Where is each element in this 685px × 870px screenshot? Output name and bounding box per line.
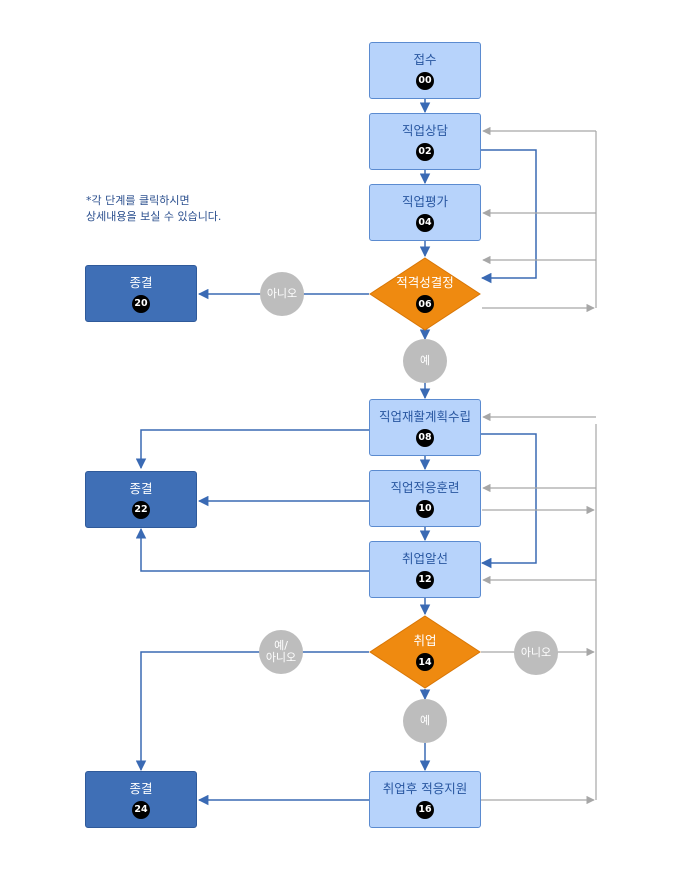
step-job-placement[interactable]: 취업알선 12 bbox=[369, 541, 481, 598]
instruction-note: *각 단계를 클릭하시면 상세내용을 보실 수 있습니다. bbox=[86, 193, 221, 225]
step-label: 직업적응훈련 bbox=[390, 479, 460, 495]
decision-number-badge: 14 bbox=[416, 653, 434, 671]
step-label: 직업평가 bbox=[401, 193, 448, 209]
step-post-employment-support[interactable]: 취업후 적응지원 16 bbox=[369, 771, 481, 828]
instruction-note-line2: 상세내용을 보실 수 있습니다. bbox=[86, 210, 222, 223]
end-label: 종결 bbox=[129, 480, 153, 496]
end-node-24[interactable]: 종결 24 bbox=[85, 771, 197, 828]
decision-eligibility[interactable]: 적격성결정 06 bbox=[369, 257, 481, 331]
arrow-14-24 bbox=[135, 651, 369, 772]
end-node-22[interactable]: 종결 22 bbox=[85, 471, 197, 528]
instruction-note-line1: *각 단계를 클릭하시면 bbox=[86, 194, 190, 207]
end-number-badge: 22 bbox=[132, 500, 150, 519]
decision-label: 적격성결정 bbox=[396, 275, 454, 290]
step-vocational-counseling[interactable]: 직업상담 02 bbox=[369, 113, 481, 170]
step-reception[interactable]: 접수 00 bbox=[369, 42, 481, 99]
step-number-badge: 16 bbox=[416, 800, 434, 819]
end-number-badge: 24 bbox=[132, 800, 150, 819]
arrow-08-22 bbox=[135, 429, 369, 470]
step-number-badge: 08 bbox=[416, 428, 434, 447]
branch-yes-no-employment: 예/ 아니오 bbox=[259, 630, 303, 674]
step-label: 취업후 적응지원 bbox=[382, 780, 468, 796]
decision-number-badge: 06 bbox=[416, 295, 434, 313]
branch-no-eligibility: 아니오 bbox=[260, 272, 304, 316]
end-label: 종결 bbox=[129, 780, 153, 796]
arrow-08-12-bypass bbox=[480, 433, 537, 569]
diamond-shape bbox=[369, 257, 481, 331]
step-number-badge: 00 bbox=[416, 71, 434, 90]
end-label: 종결 bbox=[129, 274, 153, 290]
arrow-12-22 bbox=[135, 527, 369, 572]
arrow-02-06-bypass bbox=[480, 149, 537, 284]
decision-employment[interactable]: 취업 14 bbox=[369, 615, 481, 689]
step-adaptation-training[interactable]: 직업적응훈련 10 bbox=[369, 470, 481, 527]
step-label: 접수 bbox=[413, 51, 437, 67]
step-number-badge: 12 bbox=[416, 570, 434, 589]
step-label: 직업재활계획수립 bbox=[378, 408, 471, 424]
step-number-badge: 10 bbox=[416, 499, 434, 518]
step-rehab-planning[interactable]: 직업재활계획수립 08 bbox=[369, 399, 481, 456]
step-number-badge: 04 bbox=[416, 213, 434, 232]
branch-yes-employment: 예 bbox=[403, 699, 447, 743]
end-node-20[interactable]: 종결 20 bbox=[85, 265, 197, 322]
diamond-shape bbox=[369, 615, 481, 689]
decision-label: 취업 bbox=[413, 633, 437, 648]
step-vocational-evaluation[interactable]: 직업평가 04 bbox=[369, 184, 481, 241]
branch-yes-eligibility: 예 bbox=[403, 339, 447, 383]
branch-no-employment: 아니오 bbox=[514, 631, 558, 675]
step-label: 취업알선 bbox=[401, 550, 448, 566]
step-label: 직업상담 bbox=[401, 122, 448, 138]
step-number-badge: 02 bbox=[416, 142, 434, 161]
end-number-badge: 20 bbox=[132, 294, 150, 313]
